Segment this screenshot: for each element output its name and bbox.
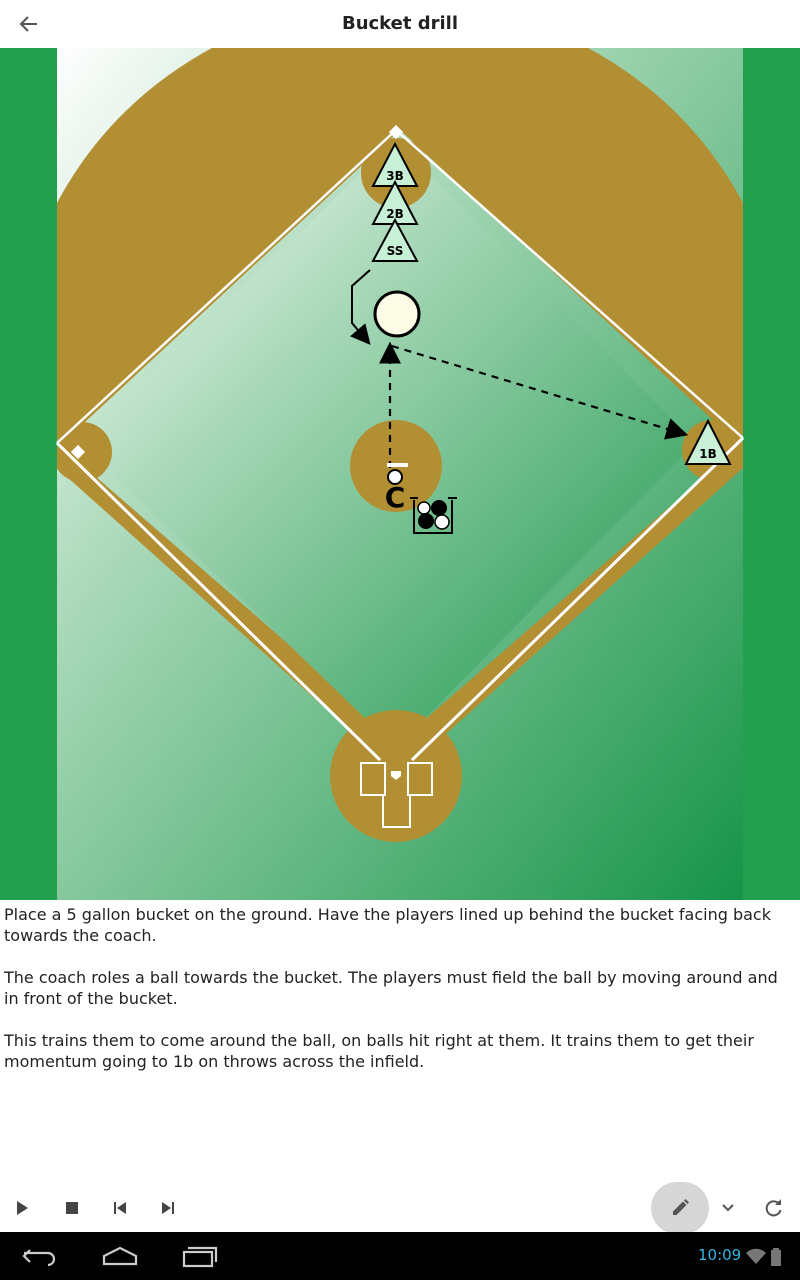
edit-button[interactable]: [651, 1182, 709, 1234]
replay-button[interactable]: [752, 1184, 796, 1232]
field-border-right: [743, 48, 800, 900]
system-navigation-bar: [0, 1232, 800, 1280]
stop-button[interactable]: [50, 1184, 94, 1232]
player-label-ss: SS: [387, 244, 404, 258]
player-1b: 1B: [684, 418, 732, 465]
recent-apps-icon: [182, 1246, 218, 1268]
coach-hat: [387, 463, 408, 467]
skip-next-button[interactable]: [146, 1184, 190, 1232]
wifi-icon: [746, 1248, 766, 1264]
play-icon: [17, 1201, 28, 1215]
more-options-button[interactable]: [706, 1184, 750, 1232]
home-icon: [102, 1246, 138, 1266]
bucket-marker: [373, 290, 421, 338]
app-bar: Bucket drill: [0, 0, 800, 48]
back-button[interactable]: [10, 6, 46, 42]
coach-ball: [387, 469, 403, 485]
play-button[interactable]: [0, 1184, 44, 1232]
refresh-icon: [765, 1199, 782, 1217]
left-base: [70, 444, 86, 460]
page-title: Bucket drill: [341, 13, 459, 34]
catcher-box: [382, 795, 411, 828]
baseball-field-diagram: 3B 2B SS 1B C: [0, 48, 800, 900]
nav-recents-button[interactable]: [160, 1232, 240, 1280]
description-paragraph: The coach roles a ball towards the bucke…: [4, 968, 778, 1008]
description-paragraph: Place a 5 gallon bucket on the ground. H…: [4, 905, 771, 945]
baseline-top-right: [395, 129, 744, 439]
stop-icon: [66, 1202, 78, 1214]
batter-box-right: [407, 762, 433, 796]
drill-description: Place a 5 gallon bucket on the ground. H…: [4, 904, 794, 1093]
back-icon: [22, 1249, 56, 1267]
foul-line-dirt-left: [57, 443, 385, 748]
pencil-icon: [673, 1199, 689, 1215]
arrow-back-icon: [19, 16, 37, 32]
infield-dirt-arc: [57, 48, 743, 448]
field-border-left: [0, 48, 57, 900]
foul-line-right: [410, 436, 745, 762]
player-label-3b: 3B: [386, 169, 404, 183]
baseline-top-left: [56, 129, 397, 444]
top-base: [388, 124, 404, 140]
status-icons: [746, 1246, 782, 1266]
skip-previous-icon: [114, 1202, 126, 1214]
ball-bucket-icon: [410, 497, 457, 534]
coach-label: C: [385, 481, 406, 514]
foul-line-left: [55, 441, 382, 762]
player-2b: 2B: [371, 179, 419, 225]
chevron-down-icon: [722, 1204, 734, 1212]
description-paragraph: This trains them to come around the ball…: [4, 1031, 754, 1071]
fielder-path-arrow: [350, 269, 371, 346]
batter-box-left: [360, 762, 386, 796]
status-clock: 10:09: [698, 1246, 742, 1264]
nav-home-button[interactable]: [80, 1232, 160, 1280]
player-ss: SS: [371, 217, 419, 262]
skip-previous-button[interactable]: [98, 1184, 142, 1232]
home-plate: [391, 771, 401, 780]
player-label-2b: 2B: [386, 207, 404, 221]
playback-toolbar: [0, 1182, 800, 1234]
player-label-1b: 1B: [699, 447, 717, 461]
skip-next-icon: [162, 1202, 174, 1214]
battery-icon: [770, 1247, 781, 1266]
nav-back-button[interactable]: [0, 1232, 80, 1280]
